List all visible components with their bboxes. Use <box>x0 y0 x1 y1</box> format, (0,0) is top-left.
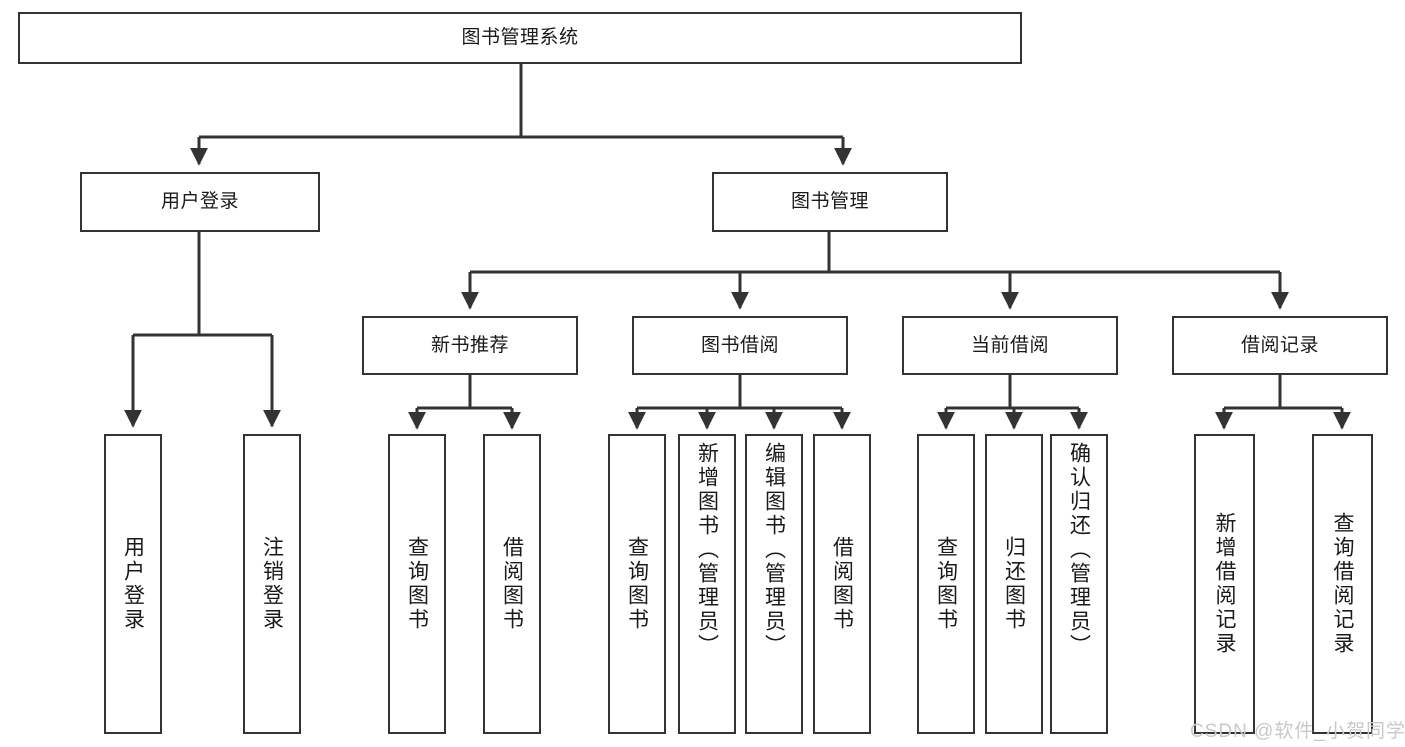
leaf-cb-confirm-return[interactable]: 确认归还（管理员） <box>1050 434 1108 734</box>
leaf-bb-add-book[interactable]: 新增图书（管理员） <box>678 434 736 734</box>
node-root-label: 图书管理系统 <box>461 27 579 49</box>
node-current-borrow[interactable]: 当前借阅 <box>902 316 1118 375</box>
leaf-bb-borrow-book-label: 借阅图书 <box>830 536 854 632</box>
leaf-user-login-label: 用户登录 <box>121 536 145 632</box>
node-new-book-recommend[interactable]: 新书推荐 <box>362 316 578 375</box>
node-user-login[interactable]: 用户登录 <box>80 172 320 232</box>
leaf-bb-query-book-label: 查询图书 <box>625 536 649 632</box>
leaf-cb-return-book-label: 归还图书 <box>1002 536 1026 632</box>
leaf-logout-label: 注销登录 <box>260 536 284 632</box>
leaf-br-add-record[interactable]: 新增借阅记录 <box>1194 434 1255 734</box>
node-root[interactable]: 图书管理系统 <box>18 12 1022 64</box>
leaf-bb-query-book[interactable]: 查询图书 <box>608 434 666 734</box>
leaf-bb-edit-book[interactable]: 编辑图书（管理员） <box>745 434 803 734</box>
leaf-cb-query-book[interactable]: 查询图书 <box>917 434 975 734</box>
leaf-user-login[interactable]: 用户登录 <box>104 434 162 734</box>
node-borrow-records-label: 借阅记录 <box>1240 334 1319 356</box>
node-book-manage-label: 图书管理 <box>790 191 869 213</box>
leaf-nb-borrow-book[interactable]: 借阅图书 <box>483 434 541 734</box>
leaf-cb-query-book-label: 查询图书 <box>934 536 958 632</box>
node-book-manage[interactable]: 图书管理 <box>712 172 948 232</box>
node-new-book-recommend-label: 新书推荐 <box>430 334 509 356</box>
leaf-bb-edit-book-label: 编辑图书（管理员） <box>762 442 786 658</box>
leaf-nb-borrow-book-label: 借阅图书 <box>500 536 524 632</box>
leaf-nb-query-book-label: 查询图书 <box>405 536 429 632</box>
leaf-br-add-record-label: 新增借阅记录 <box>1213 512 1236 656</box>
leaf-logout[interactable]: 注销登录 <box>243 434 301 734</box>
csdn-watermark: CSDN @软件_小贺同学 <box>1190 721 1405 742</box>
node-user-login-label: 用户登录 <box>160 191 239 213</box>
node-book-borrow[interactable]: 图书借阅 <box>632 316 848 375</box>
leaf-br-query-record-label: 查询借阅记录 <box>1331 512 1354 656</box>
leaf-nb-query-book[interactable]: 查询图书 <box>388 434 446 734</box>
node-current-borrow-label: 当前借阅 <box>970 334 1049 356</box>
node-borrow-records[interactable]: 借阅记录 <box>1172 316 1388 375</box>
leaf-bb-borrow-book[interactable]: 借阅图书 <box>813 434 871 734</box>
leaf-cb-return-book[interactable]: 归还图书 <box>985 434 1043 734</box>
node-book-borrow-label: 图书借阅 <box>700 334 779 356</box>
leaf-bb-add-book-label: 新增图书（管理员） <box>695 442 719 658</box>
leaf-br-query-record[interactable]: 查询借阅记录 <box>1312 434 1373 734</box>
leaf-cb-confirm-return-label: 确认归还（管理员） <box>1067 442 1091 658</box>
